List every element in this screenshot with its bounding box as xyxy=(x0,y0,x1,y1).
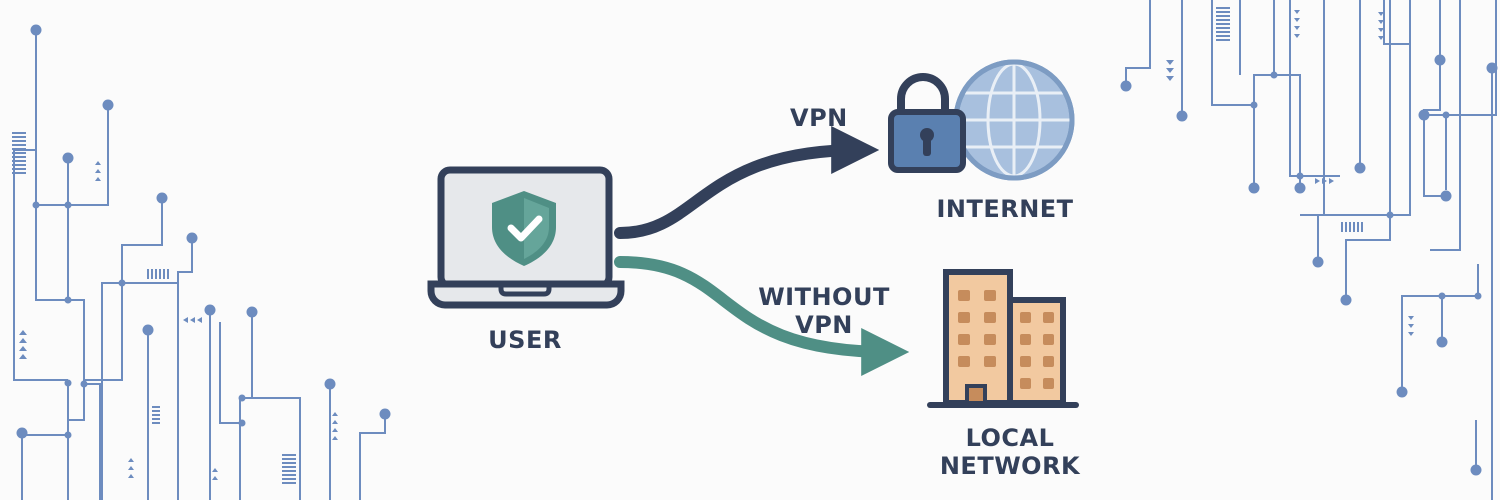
without-vpn-label-line1: WITHOUT xyxy=(758,283,890,311)
user-label: USER xyxy=(488,326,562,354)
local-network-label-line2: NETWORK xyxy=(939,452,1081,480)
globe-icon xyxy=(953,59,1075,181)
circuit-decoration-right xyxy=(1125,0,1497,500)
shield-check-icon xyxy=(492,191,556,266)
circuit-nodes-left xyxy=(16,24,391,439)
office-building-icon xyxy=(927,269,1079,408)
circuit-arrows-left xyxy=(19,161,338,480)
no-vpn-path-arrow xyxy=(614,256,910,376)
without-vpn-label: WITHOUT VPN xyxy=(742,283,906,339)
without-vpn-label-line2: VPN xyxy=(795,311,853,339)
circuit-arrows-right xyxy=(1166,10,1414,336)
internet-label: INTERNET xyxy=(936,195,1074,223)
padlock-icon xyxy=(888,73,966,173)
circuit-ticks-left xyxy=(12,132,296,484)
circuit-ticks-right xyxy=(1216,7,1363,232)
circuit-decoration-left xyxy=(13,30,386,500)
local-network-label: LOCAL NETWORK xyxy=(930,424,1090,480)
vpn-path-arrow xyxy=(614,126,880,239)
circuit-nodes-right xyxy=(1120,54,1498,476)
local-network-label-line1: LOCAL xyxy=(965,424,1055,452)
vpn-label: VPN xyxy=(790,104,848,132)
